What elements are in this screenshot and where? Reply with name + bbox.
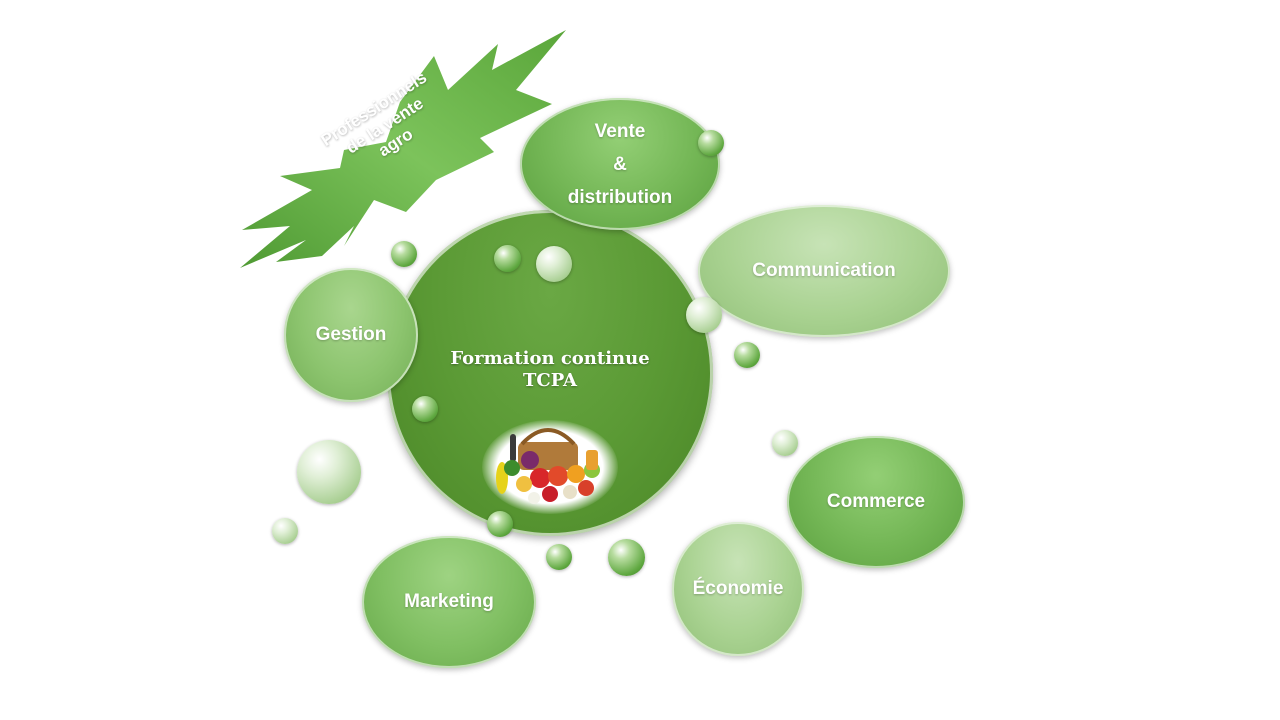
node-economie-label: Économie [692,578,784,599]
node-marketing: Marketing [362,536,536,668]
droplet [391,241,417,267]
node-economie: Économie [672,522,804,656]
center-title: Formation continue TCPA [387,348,713,392]
droplet [734,342,760,368]
center-title-line-1: Formation continue [450,348,650,369]
node-vente-line-1: Vente [594,120,646,142]
node-vente-distribution: Vente & distribution [520,98,720,230]
droplet [297,440,361,504]
center-title-line-2: TCPA [523,370,577,391]
droplet [608,539,645,576]
node-vente-line-2: & [613,153,627,175]
node-communication: Communication [698,205,950,337]
droplet [698,130,724,156]
droplet [536,246,572,282]
droplet [546,544,572,570]
node-gestion-label: Gestion [315,324,387,345]
produce-basket-image [482,420,618,514]
node-marketing-label: Marketing [404,591,494,612]
produce-basket-icon [496,428,600,504]
node-commerce: Commerce [787,436,965,568]
droplet [272,518,298,544]
droplet [494,245,521,272]
starburst-shape [240,30,566,268]
droplet [412,396,438,422]
node-communication-label: Communication [752,260,896,281]
node-vente-line-3: distribution [567,186,673,208]
node-gestion: Gestion [284,268,418,402]
droplet [487,511,513,537]
droplet [686,297,722,333]
node-commerce-label: Commerce [826,491,926,512]
droplet [772,430,798,456]
